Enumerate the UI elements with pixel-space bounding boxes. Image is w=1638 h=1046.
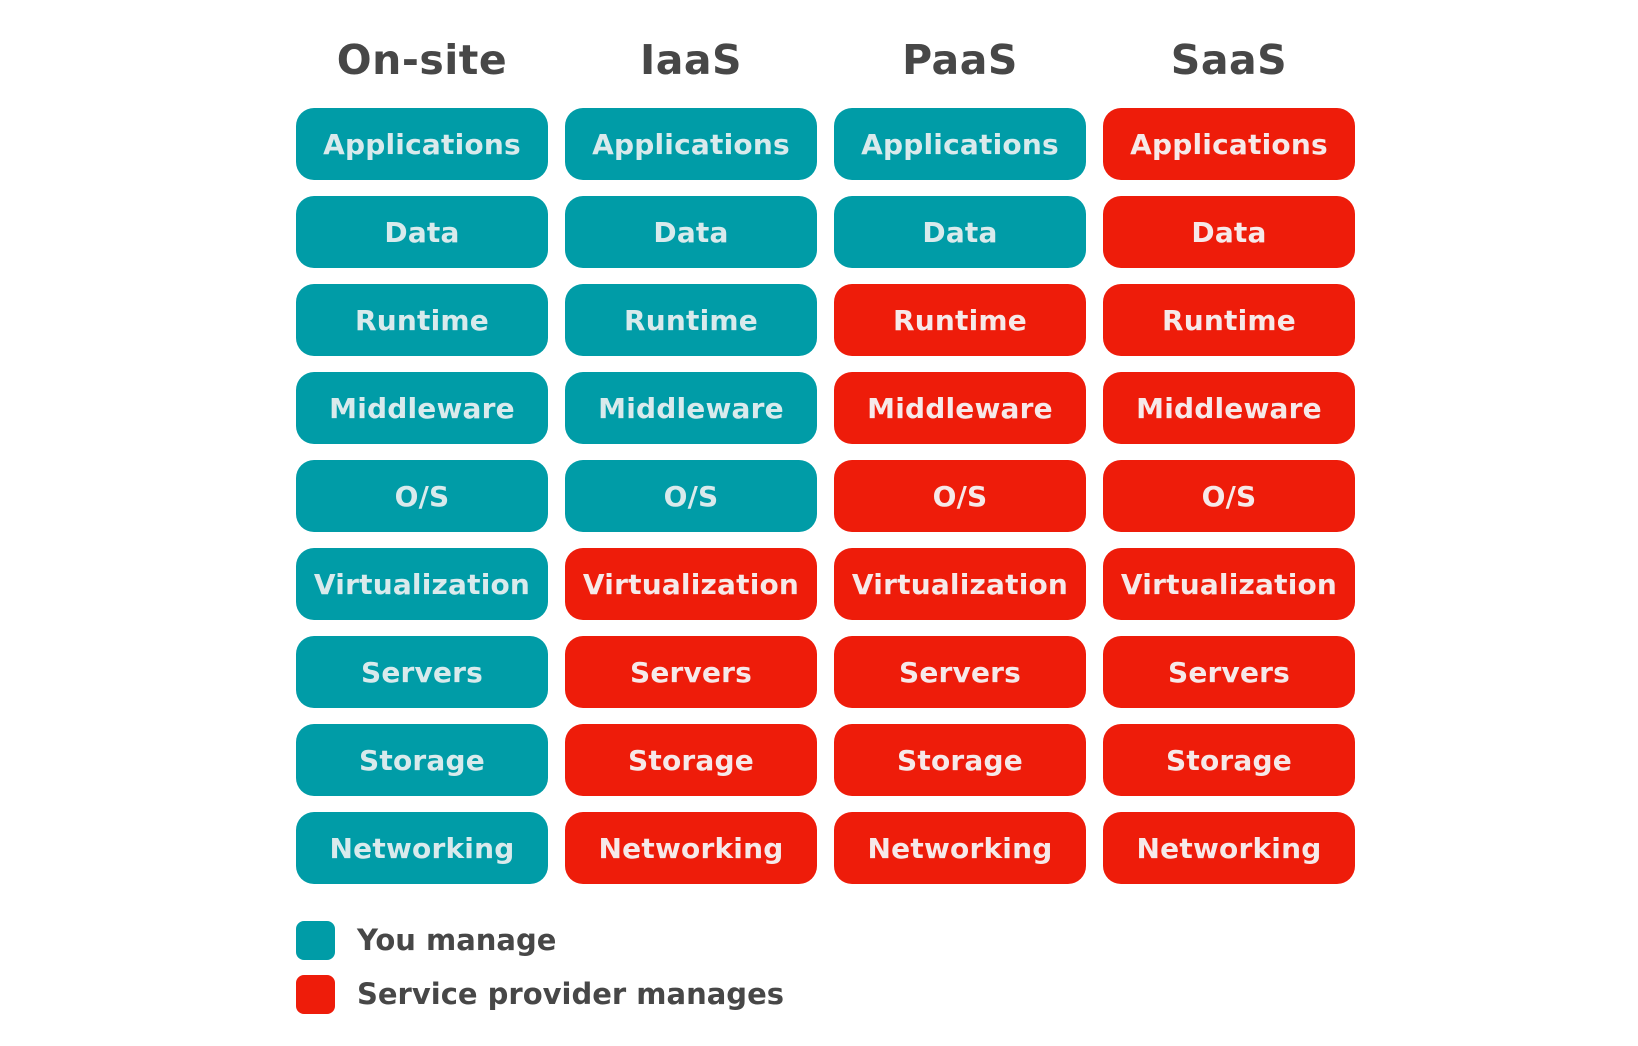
stack-layer-cell: Data [1103, 196, 1355, 268]
legend-label-you-manage: You manage [357, 923, 557, 957]
stack-layer-cell: Applications [565, 108, 817, 180]
stack-layer-cell: Runtime [296, 284, 548, 356]
stack-layer-cell: Data [834, 196, 1086, 268]
you-manage-swatch [296, 920, 335, 960]
stack-layer-cell: O/S [1103, 460, 1355, 532]
stack-layer-cell: Data [565, 196, 817, 268]
stack-layer-cell: Storage [1103, 724, 1355, 796]
stack-layer-cell: Applications [834, 108, 1086, 180]
stack-layer-cell: Middleware [834, 372, 1086, 444]
stack-layer-cell: Servers [834, 636, 1086, 708]
stack-layer-cell: O/S [296, 460, 548, 532]
column-header: SaaS [1170, 36, 1288, 84]
stack-layer-cell: Middleware [1103, 372, 1355, 444]
stack-layer-cell: Servers [565, 636, 817, 708]
stack-layer-cell: Middleware [296, 372, 548, 444]
stack-layer-cell: O/S [834, 460, 1086, 532]
stack-layer-cell: Runtime [565, 284, 817, 356]
legend-label-provider-manages: Service provider manages [357, 977, 784, 1011]
stack-layer-cell: Virtualization [1103, 548, 1355, 620]
provider-manages-swatch [296, 974, 335, 1014]
stack-layer-cell: Runtime [834, 284, 1086, 356]
stack-layer-cell: Storage [565, 724, 817, 796]
stack-layer-cell: Networking [296, 812, 548, 884]
stack-layer-cell: Virtualization [296, 548, 548, 620]
column-header: PaaS [902, 36, 1018, 84]
stack-layer-cell: Middleware [565, 372, 817, 444]
stack-layer-cell: O/S [565, 460, 817, 532]
legend: You manage Service provider manages [296, 912, 996, 1032]
legend-item-provider-manages: Service provider manages [296, 974, 784, 1014]
stack-layer-cell: Data [296, 196, 548, 268]
stack-layer-cell: Networking [834, 812, 1086, 884]
column-header: On-site [336, 36, 508, 84]
stack-layer-cell: Networking [1103, 812, 1355, 884]
stack-layer-cell: Networking [565, 812, 817, 884]
column-header: IaaS [639, 36, 743, 84]
stack-layer-cell: Servers [1103, 636, 1355, 708]
stack-layer-cell: Applications [1103, 108, 1355, 180]
stack-layer-cell: Virtualization [834, 548, 1086, 620]
stack-layer-cell: Applications [296, 108, 548, 180]
stack-layer-cell: Storage [296, 724, 548, 796]
stack-layer-cell: Runtime [1103, 284, 1355, 356]
legend-item-you-manage: You manage [296, 920, 556, 960]
stack-layer-cell: Servers [296, 636, 548, 708]
stack-layer-cell: Storage [834, 724, 1086, 796]
stack-layer-cell: Virtualization [565, 548, 817, 620]
